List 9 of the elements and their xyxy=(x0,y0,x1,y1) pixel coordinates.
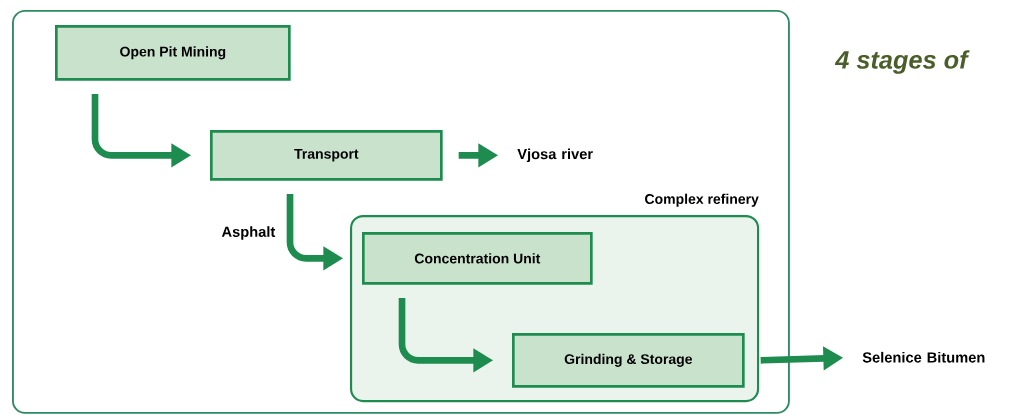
edge-label: Asphalt xyxy=(221,226,276,240)
output-label: Selenice Bitumen xyxy=(862,351,985,363)
process-box: Concentration Unit xyxy=(362,232,593,285)
node-label: Complex refinery xyxy=(645,193,759,207)
process-box: Grinding & Storage xyxy=(512,333,745,388)
title-text: 4 stages of xyxy=(834,50,970,74)
process-box: Transport xyxy=(210,130,443,181)
process-box: Open Pit Mining xyxy=(55,25,291,81)
output-label: Vjosa river xyxy=(517,148,593,163)
